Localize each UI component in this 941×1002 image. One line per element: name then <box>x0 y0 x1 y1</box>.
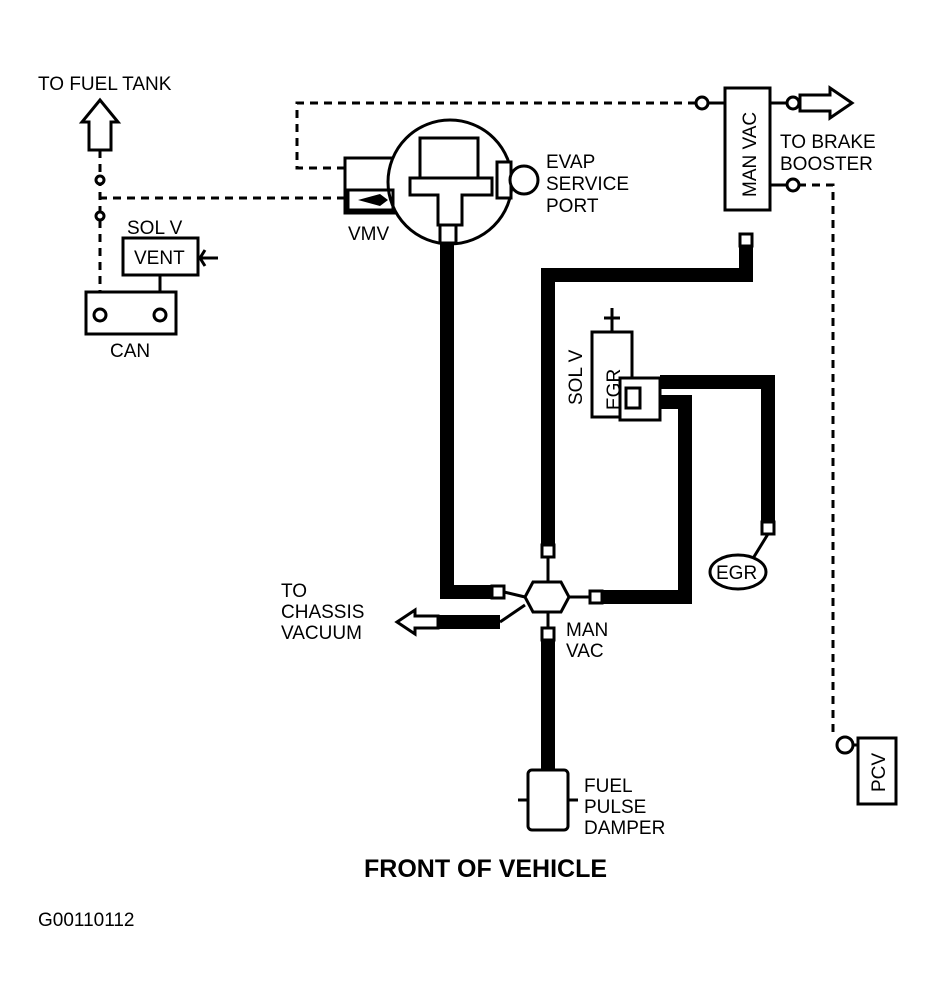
egr-valve <box>708 553 768 591</box>
egr-connector-line <box>750 533 770 561</box>
to-chassis-label-3: VACUUM <box>281 623 362 644</box>
evap-label-3: PORT <box>546 196 599 217</box>
fitting-icon <box>94 174 106 186</box>
fuel-tank-arrow-icon <box>78 97 122 152</box>
fitting-icon <box>94 210 106 222</box>
man-vac-label-2: VAC <box>566 641 604 662</box>
sol-v-egr-label: SOL V <box>566 349 587 405</box>
brake-booster-arrow-icon <box>798 85 855 121</box>
to-brake-label-1: TO BRAKE <box>780 132 876 153</box>
vmv-evap-assembly <box>343 118 540 246</box>
fitting-icon <box>490 584 506 600</box>
manifold-vacuum-block <box>694 86 801 212</box>
front-of-vehicle-label: FRONT OF VEHICLE <box>364 855 607 883</box>
man-vac-label-1: MAN <box>566 620 608 641</box>
egr-solenoid <box>590 308 662 422</box>
fitting-icon <box>760 520 776 536</box>
fitting-icon <box>588 589 604 605</box>
pcv-valve <box>835 735 898 806</box>
egr-solenoid-label: EGR <box>604 369 625 410</box>
vacuum-junction <box>499 557 590 628</box>
fitting-icon <box>540 626 556 642</box>
chassis-vacuum-arrow-icon <box>394 607 440 637</box>
vent-label: VENT <box>134 248 185 269</box>
figure-id-label: G00110112 <box>38 910 135 931</box>
to-chassis-label-1: TO <box>281 581 307 602</box>
evap-label-2: SERVICE <box>546 174 629 195</box>
to-fuel-tank-label: TO FUEL TANK <box>38 74 172 95</box>
fuel-label-1: FUEL <box>584 776 633 797</box>
fitting-icon <box>738 232 754 248</box>
fuel-label-2: PULSE <box>584 797 646 818</box>
man-vac-top-label: MAN VAC <box>740 112 761 197</box>
evap-label-1: EVAP <box>546 152 595 173</box>
vent-solenoid <box>121 236 218 305</box>
fuel-label-3: DAMPER <box>584 818 665 839</box>
can-label: CAN <box>110 341 150 362</box>
sol-v-vent-label: SOL V <box>127 218 183 239</box>
fitting-icon <box>540 543 556 559</box>
to-brake-label-2: BOOSTER <box>780 154 873 175</box>
fuel-pulse-damper <box>518 768 578 832</box>
pcv-label: PCV <box>869 753 890 792</box>
solid-hoses <box>438 240 775 770</box>
canister <box>84 290 178 336</box>
to-chassis-label-2: CHASSIS <box>281 602 364 623</box>
egr-valve-label: EGR <box>716 563 757 584</box>
vmv-label: VMV <box>348 224 390 245</box>
